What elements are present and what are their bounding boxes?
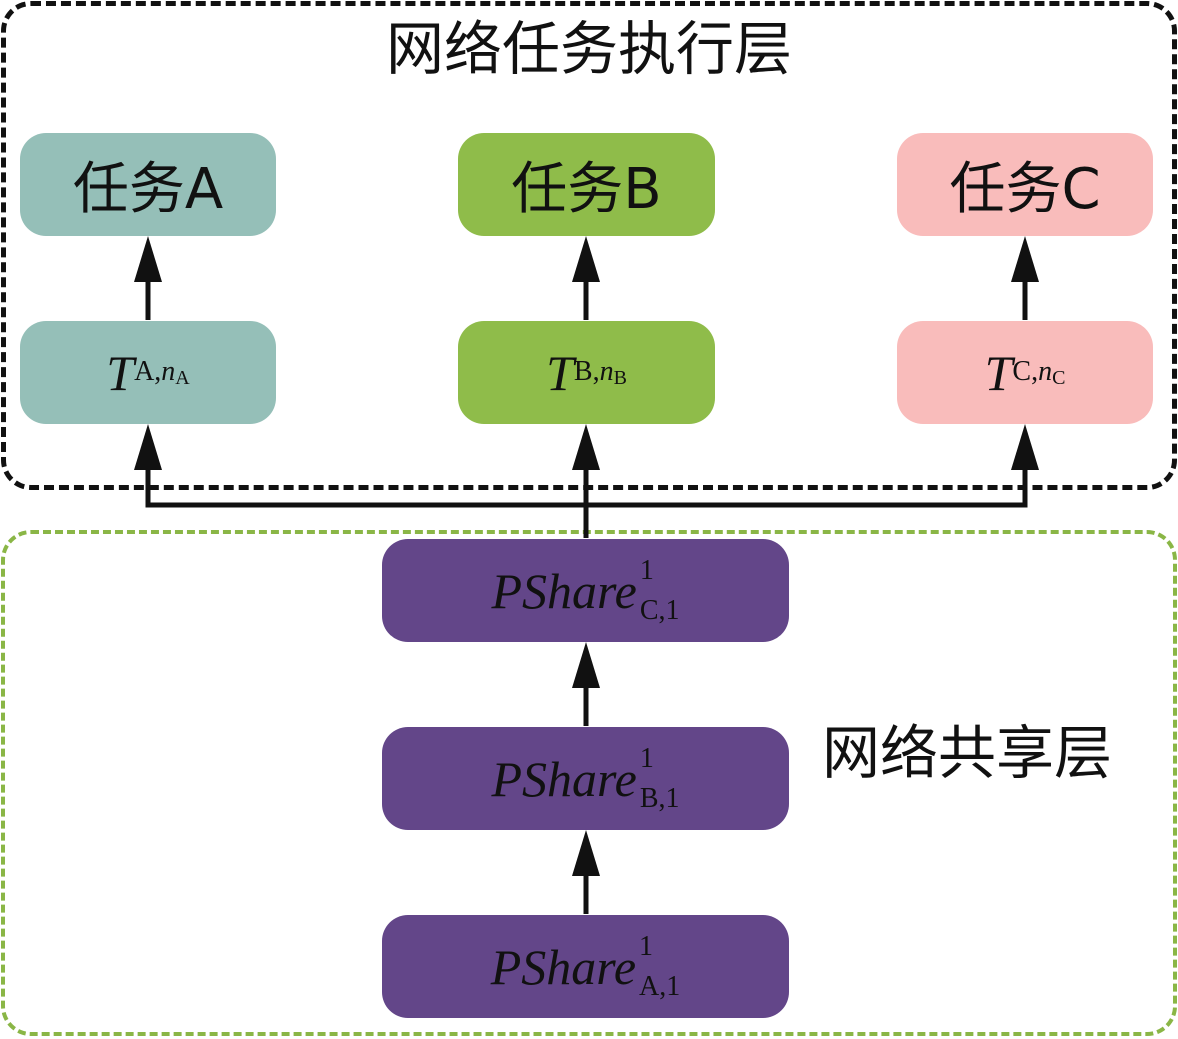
task-net-c-sub-var: n [1038,355,1053,387]
pshare-c1-sup: 1 [639,554,654,586]
pshare-c1-name: PShare [491,562,637,619]
pshare-a1-sub: A,1 [639,970,681,1002]
shared-layer-frame [1,530,1177,1036]
pshare-b1-name: PShare [491,750,637,807]
task-net-b-sub-var: n [599,355,614,387]
task-net-a-sub-var: n [161,355,176,387]
pshare-b1-sub: B,1 [639,782,680,814]
arrowhead-task-c [1011,236,1039,282]
task-b-label: 任务B [511,157,662,222]
pshare-a1-name: PShare [490,938,637,995]
arrowhead-tb [572,424,600,470]
task-a-label: 任务A [72,157,224,222]
execution-layer-frame [1,1,1177,490]
task-b-node: 任务B [458,133,715,236]
task-net-a-sub: A, [134,355,162,387]
task-net-b-sub-sub: B [613,366,627,389]
pshare-a1-sup: 1 [639,930,654,962]
arrowhead-c1 [572,642,600,688]
pshare-c1-sub: C,1 [639,594,680,626]
task-c-node: 任务C [897,133,1153,236]
task-c-label: 任务C [949,157,1101,222]
task-net-c-symbol: T [984,344,1013,401]
arrowhead-tc [1011,424,1039,470]
arrowhead-task-a [134,236,162,282]
pshare-b1-sup: 1 [639,742,654,774]
task-a-node: 任务A [20,133,276,236]
task-net-a-sub-sub: A [175,366,190,389]
task-net-c-sub-sub: C [1052,366,1066,389]
task-net-c-sub: C, [1012,355,1039,387]
arrowhead-b1 [572,830,600,876]
task-net-a-symbol: T [106,344,135,401]
arrowhead-ta [134,424,162,470]
task-net-b-symbol: T [546,344,574,401]
shared-layer-title: 网络共享层 [822,719,1113,787]
execution-layer-title: 网络任务执行层 [385,15,792,83]
arrowhead-task-b [572,236,600,282]
task-net-b-sub: B, [573,355,600,387]
